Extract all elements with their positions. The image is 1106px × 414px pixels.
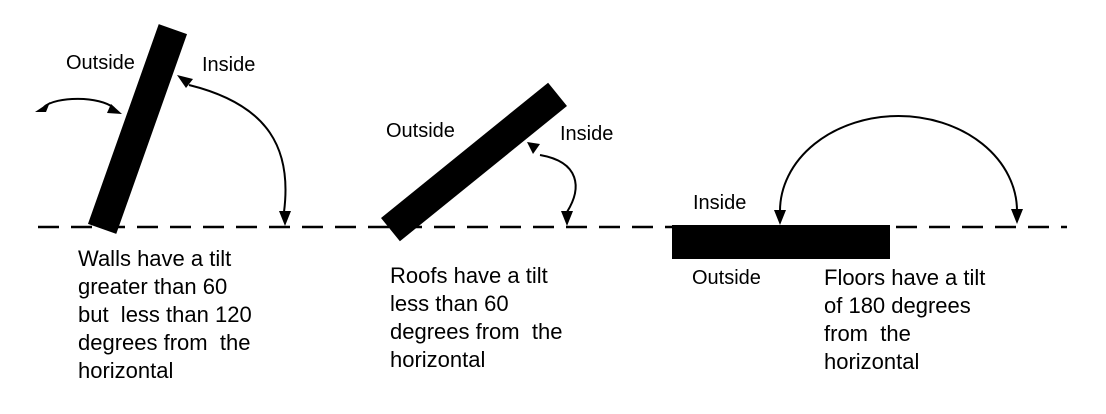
arrowhead-down-icon — [561, 211, 573, 226]
arrowhead-left-icon — [35, 102, 50, 112]
arrowhead-right-icon — [107, 104, 122, 114]
arrowhead-down-icon — [774, 210, 786, 225]
wall-inside-label: Inside — [202, 54, 256, 76]
wall-outside-angle-arc — [43, 97, 115, 109]
roof-tilt-angle-arc — [539, 154, 577, 213]
wall-surface-bar — [87, 24, 188, 234]
roof-surface-bar — [381, 82, 567, 242]
floor-inside-label: Inside — [693, 192, 747, 214]
roof-outside-label: Outside — [386, 120, 455, 142]
arrowhead-up-left-icon — [527, 142, 540, 154]
arrowhead-down-icon — [279, 211, 291, 226]
floor-surface-bar — [672, 225, 890, 259]
wall-caption: Walls have a tilt greater than 60 but le… — [78, 246, 252, 383]
wall-tilt-angle-arc — [188, 84, 287, 213]
roof-inside-label: Inside — [560, 123, 614, 145]
arrowhead-down-icon — [1011, 209, 1023, 224]
arrowhead-up-left-icon — [177, 75, 193, 88]
floor-outside-label: Outside — [692, 267, 761, 289]
wall-outside-label: Outside — [66, 52, 135, 74]
floor-tilt-angle-arc — [779, 115, 1018, 212]
floor-caption: Floors have a tilt of 180 degrees from t… — [824, 265, 986, 374]
roof-caption: Roofs have a tilt less than 60 degrees f… — [390, 263, 563, 372]
